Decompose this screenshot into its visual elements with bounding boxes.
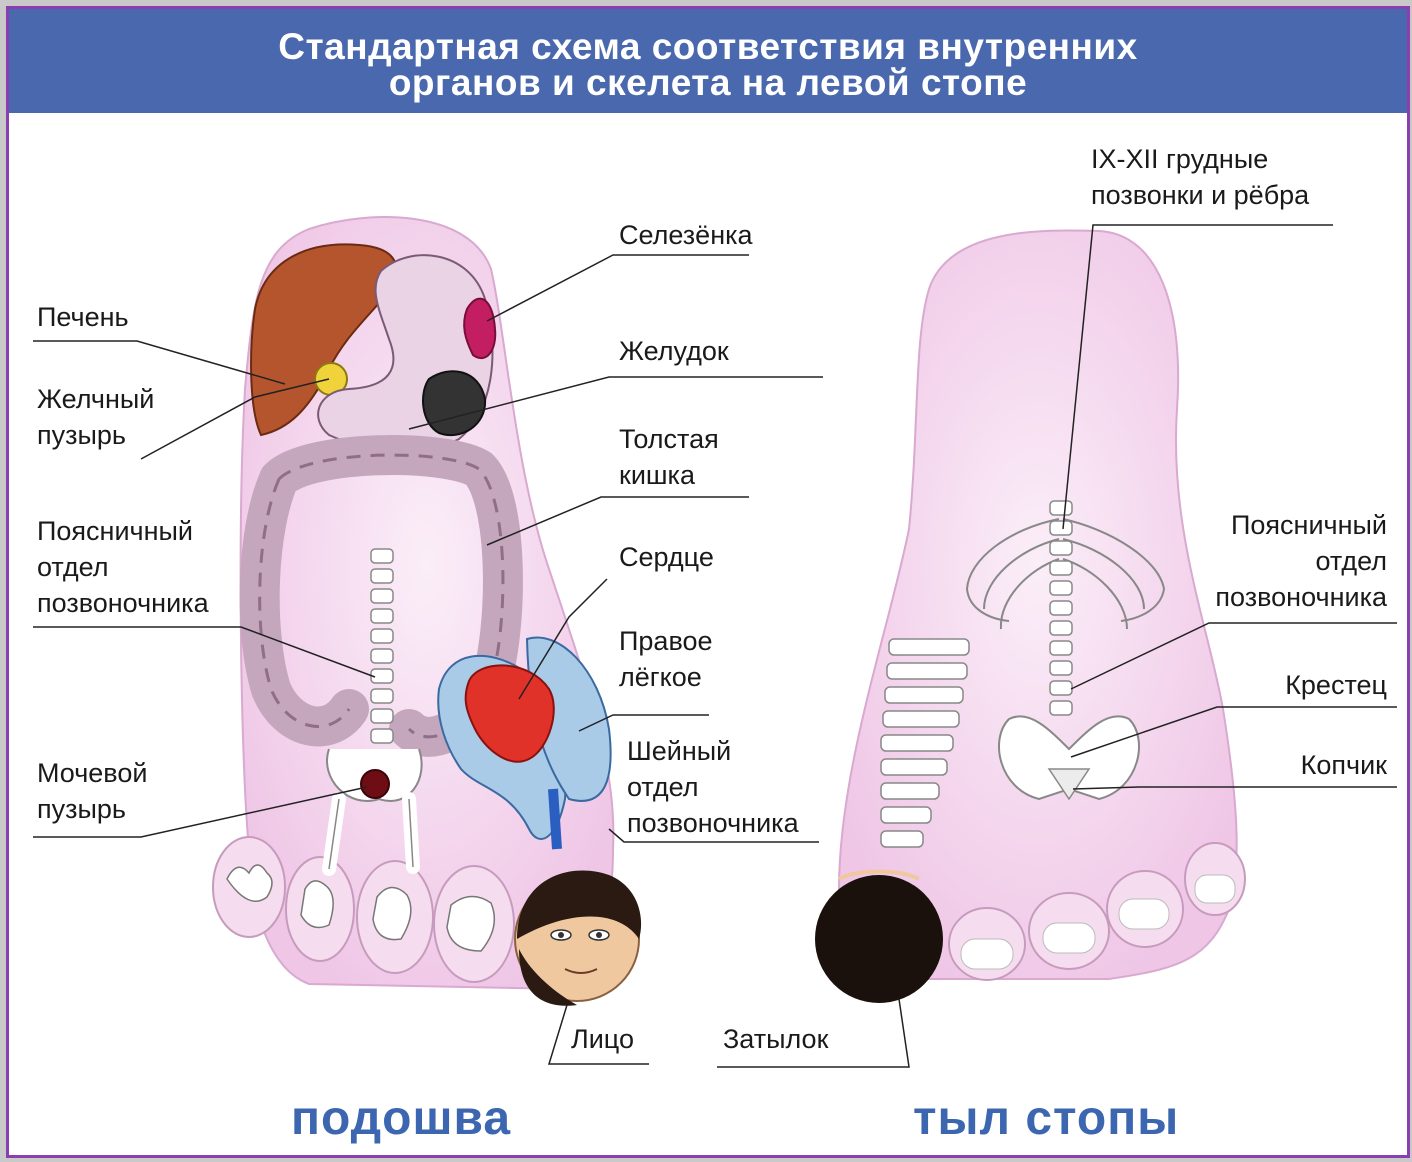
dorsum-spine — [1050, 501, 1072, 715]
label-spleen: Селезёнка — [619, 217, 753, 253]
label-right-lung-line-1: Правое — [619, 623, 713, 659]
label-thoracic-line-1: IX-XII грудные — [1091, 141, 1309, 177]
label-dorsum-lumbar-line-2: отдел — [1215, 543, 1387, 579]
label-bladder-line-1: Мочевой — [37, 755, 147, 791]
label-cervical-line-3: позвоночника — [627, 805, 799, 841]
label-colon: Толстая кишка — [619, 421, 719, 493]
label-gallbladder: Желчный пузырь — [37, 381, 154, 453]
face-head — [515, 871, 641, 1006]
label-bladder: Мочевой пузырь — [37, 755, 147, 827]
label-thoracic: IX-XII грудные позвонки и рёбра — [1091, 141, 1309, 213]
caption-dorsum: тыл стопы — [913, 1091, 1179, 1146]
label-gallbladder-line-1: Желчный — [37, 381, 154, 417]
label-coccyx: Копчик — [1301, 747, 1387, 783]
label-gallbladder-line-2: пузырь — [37, 417, 154, 453]
label-dorsum-lumbar-line-1: Поясничный — [1215, 507, 1387, 543]
label-dorsum-lumbar-line-3: позвоночника — [1215, 579, 1387, 615]
label-heart: Сердце — [619, 539, 714, 575]
diagram-frame: Стандартная схема соответствия внутренни… — [6, 6, 1410, 1158]
caption-sole: подошва — [291, 1091, 511, 1146]
dorsum-foot — [717, 225, 1397, 1067]
label-sole-lumbar-line-1: Поясничный — [37, 513, 209, 549]
label-colon-line-1: Толстая — [619, 421, 719, 457]
label-thoracic-line-2: позвонки и рёбра — [1091, 177, 1309, 213]
label-occiput: Затылок — [723, 1021, 828, 1057]
label-sole-lumbar: Поясничный отдел позвоночника — [37, 513, 209, 621]
label-bladder-line-2: пузырь — [37, 791, 147, 827]
label-cervical-line-2: отдел — [627, 769, 799, 805]
label-stomach: Желудок — [619, 333, 729, 369]
label-right-lung: Правое лёгкое — [619, 623, 713, 695]
label-dorsum-lumbar: Поясничный отдел позвоночника — [1215, 507, 1387, 615]
label-cervical: Шейный отдел позвоночника — [627, 733, 799, 841]
label-sole-lumbar-line-2: отдел — [37, 549, 209, 585]
label-sacrum: Крестец — [1285, 667, 1387, 703]
label-right-lung-line-2: лёгкое — [619, 659, 713, 695]
label-colon-line-2: кишка — [619, 457, 719, 493]
label-liver: Печень — [37, 299, 129, 335]
label-cervical-line-1: Шейный — [627, 733, 799, 769]
label-sole-lumbar-line-3: позвоночника — [37, 585, 209, 621]
bladder-organ — [361, 770, 389, 798]
label-face: Лицо — [571, 1021, 634, 1057]
